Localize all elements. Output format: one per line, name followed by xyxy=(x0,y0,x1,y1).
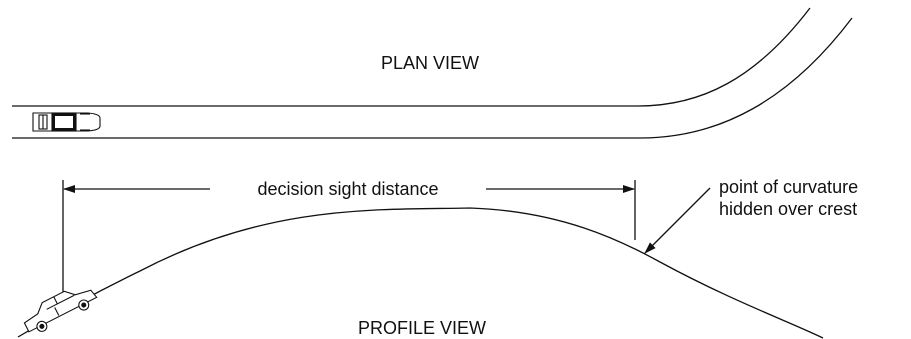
plan-view-title: PLAN VIEW xyxy=(381,53,479,73)
dimension-label: decision sight distance xyxy=(257,179,438,199)
plan-road-left-edge xyxy=(12,7,811,107)
profile-car-icon xyxy=(23,289,98,333)
profile-view-title: PROFILE VIEW xyxy=(358,318,486,338)
plan-road-right-edge xyxy=(12,17,853,139)
callout-line-2: hidden over crest xyxy=(719,199,857,219)
plan-car-icon xyxy=(32,112,101,132)
plan-road xyxy=(12,7,853,139)
callout-line-1: point of curvature xyxy=(719,177,858,197)
callout-leader xyxy=(644,187,711,254)
crest-curve xyxy=(17,207,824,339)
